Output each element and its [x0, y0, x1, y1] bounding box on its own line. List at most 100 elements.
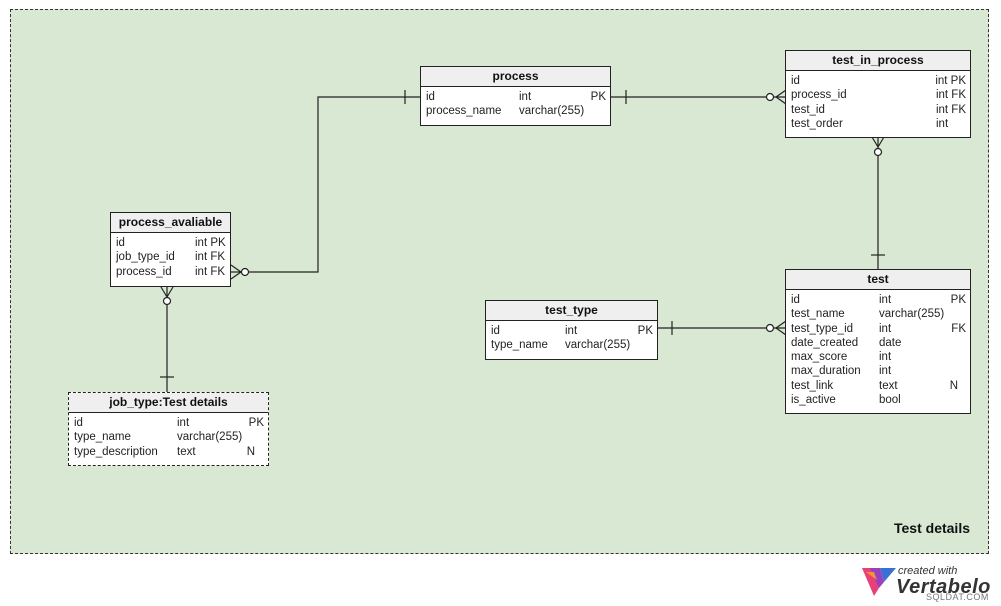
column-type: varchar(255)	[879, 308, 945, 321]
column-list: id int PK process_name varchar(255)	[421, 87, 610, 121]
table-header: test_in_process	[786, 51, 970, 71]
column-row[interactable]: test_link text N	[791, 379, 966, 393]
column-row[interactable]: type_name varchar(255)	[491, 338, 653, 352]
column-flags: int PK	[935, 75, 966, 87]
rel-test-in-process-test[interactable]	[871, 136, 885, 270]
column-flags: PK	[590, 91, 606, 103]
column-name: test_name	[791, 308, 845, 321]
column-flags: FK	[951, 322, 966, 335]
column-type: int	[565, 325, 578, 337]
table-header: job_type:Test details	[69, 393, 268, 413]
column-type: int	[879, 322, 892, 335]
column-row[interactable]: id int PK	[74, 416, 264, 430]
column-row[interactable]: max_duration int	[791, 364, 966, 378]
column-type: int FK	[195, 265, 226, 278]
rel-test-test-type[interactable]	[657, 320, 787, 336]
column-name: id	[791, 75, 800, 87]
column-type: varchar(255)	[565, 339, 631, 352]
column-row[interactable]: id int PK	[116, 236, 226, 250]
column-row[interactable]: process_id int FK	[116, 265, 226, 279]
column-name: id	[791, 294, 800, 306]
column-name: date_created	[791, 336, 859, 349]
column-type: int	[177, 417, 190, 429]
column-flags: PK	[248, 417, 264, 429]
column-row[interactable]: test_order int	[791, 117, 966, 131]
table-header: test	[786, 270, 970, 290]
column-row[interactable]: id int PK	[491, 324, 653, 338]
watermark: SQLDAT.COM	[926, 592, 989, 602]
column-name: test_order	[791, 117, 843, 130]
column-type: varchar(255)	[177, 431, 243, 444]
column-row[interactable]: is_active bool	[791, 393, 966, 407]
column-flags: PK	[950, 294, 966, 306]
column-name: process_id	[791, 89, 847, 102]
column-name: max_score	[791, 351, 848, 364]
column-flags: int FK	[935, 103, 966, 116]
subject-area-label: Test details	[894, 520, 970, 536]
column-name: process_id	[116, 265, 172, 278]
column-name: max_duration	[791, 365, 861, 378]
column-name: test_id	[791, 103, 825, 116]
column-flags: PK	[637, 325, 653, 337]
column-row[interactable]: id int PK	[791, 74, 966, 88]
column-row[interactable]: job_type_id int FK	[116, 250, 226, 264]
rel-test-in-process-process[interactable]	[611, 89, 787, 105]
column-name: id	[116, 237, 125, 249]
column-row[interactable]: date_created date	[791, 336, 966, 350]
column-row[interactable]: id int PK	[791, 293, 966, 307]
column-name: type_name	[491, 339, 548, 352]
column-flags: int	[936, 117, 949, 130]
column-name: id	[426, 91, 435, 103]
table-header: test_type	[486, 301, 657, 321]
column-type: varchar(255)	[519, 105, 585, 118]
column-name: test_link	[791, 379, 834, 392]
vertabelo-logo-icon	[862, 568, 896, 596]
column-type: int	[879, 351, 892, 364]
column-flags: N	[246, 445, 255, 458]
column-type: int	[519, 91, 532, 103]
column-name: process_name	[426, 105, 502, 118]
logo-name: Vertabelo	[896, 576, 991, 598]
column-name: id	[74, 417, 83, 429]
column-flags: int FK	[935, 89, 966, 102]
column-row[interactable]: test_id int FK	[791, 103, 966, 117]
table-header: process_avaliable	[111, 213, 230, 233]
logo-created-with: created with	[898, 565, 958, 577]
column-name: type_name	[74, 431, 131, 444]
table-process[interactable]: process id int PK process_name varchar(255)	[420, 66, 611, 126]
column-row[interactable]: id int PK	[426, 90, 606, 104]
column-type: int PK	[195, 237, 226, 249]
column-row[interactable]: process_id int FK	[791, 88, 966, 102]
rel-process-avaliable-process[interactable]	[230, 90, 420, 280]
table-job-type-reference[interactable]: job_type:Test details id int PK type_name v…	[68, 392, 269, 466]
column-flags: N	[949, 379, 958, 392]
column-row[interactable]: max_score int	[791, 350, 966, 364]
column-name: is_active	[791, 394, 836, 407]
column-type: date	[879, 336, 902, 349]
column-list: id int PK type_name varchar(255)	[486, 321, 657, 355]
rel-process-avaliable-job-type[interactable]	[160, 286, 174, 392]
column-row[interactable]: process_name varchar(255)	[426, 104, 606, 118]
table-header: process	[421, 67, 610, 87]
column-type: int	[879, 365, 892, 378]
column-type: int	[879, 294, 892, 306]
column-name: id	[491, 325, 500, 337]
column-type: text	[879, 379, 898, 392]
column-name: job_type_id	[116, 251, 175, 264]
column-row[interactable]: test_name varchar(255)	[791, 307, 966, 321]
table-test-type[interactable]: test_type id int PK type_name varchar(255)	[485, 300, 658, 360]
table-test[interactable]: test id int PK test_name varchar(255) test_…	[785, 269, 971, 414]
column-type: text	[177, 445, 196, 458]
column-row[interactable]: type_name varchar(255)	[74, 430, 264, 444]
column-type: bool	[879, 394, 901, 407]
column-type: int FK	[195, 251, 226, 264]
